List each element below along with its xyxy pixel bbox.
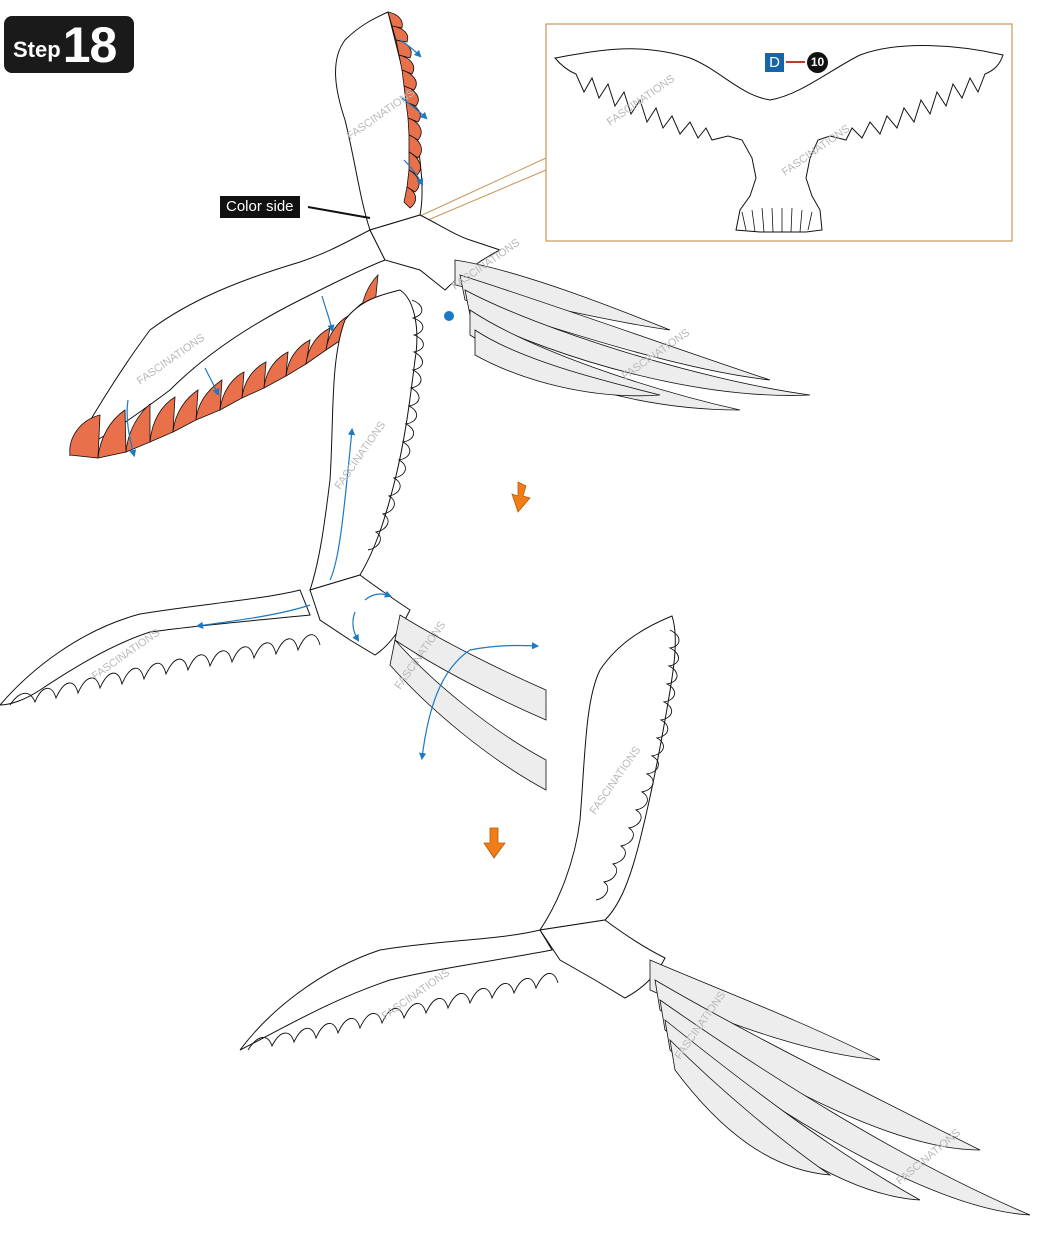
part-connector bbox=[786, 61, 805, 63]
color-side-label: Color side bbox=[220, 196, 300, 218]
step-word: Step bbox=[13, 37, 61, 63]
orange-down-arrow-icon-2 bbox=[484, 828, 505, 858]
inset-bird-outline bbox=[555, 46, 1003, 232]
leader-line-b bbox=[428, 170, 546, 220]
step-badge: Step 18 bbox=[4, 16, 134, 73]
part-number-circle: 10 bbox=[807, 52, 828, 73]
detail-inset: FASCINATIONS FASCINATIONS bbox=[420, 24, 1012, 241]
fig3-upper-wing bbox=[540, 616, 675, 930]
fig2-tail-feathers bbox=[390, 615, 546, 790]
step-number: 18 bbox=[63, 16, 117, 74]
orange-down-arrow-icon bbox=[512, 482, 530, 512]
part-letter-tag: D bbox=[765, 53, 784, 72]
fig3-tail-feathers bbox=[650, 960, 1030, 1215]
blue-dot-marker-icon bbox=[444, 311, 454, 321]
fig1-tail-feathers bbox=[455, 260, 810, 410]
leader-line-a bbox=[420, 158, 546, 216]
fig2-left-wing bbox=[0, 590, 310, 705]
fig3-body bbox=[540, 920, 665, 998]
figure-3-folded: FASCINATIONS FASCINATIONS FASCINATIONS F… bbox=[240, 616, 1030, 1215]
color-side-pointer bbox=[308, 207, 370, 218]
fig3-left-wing bbox=[240, 930, 552, 1050]
